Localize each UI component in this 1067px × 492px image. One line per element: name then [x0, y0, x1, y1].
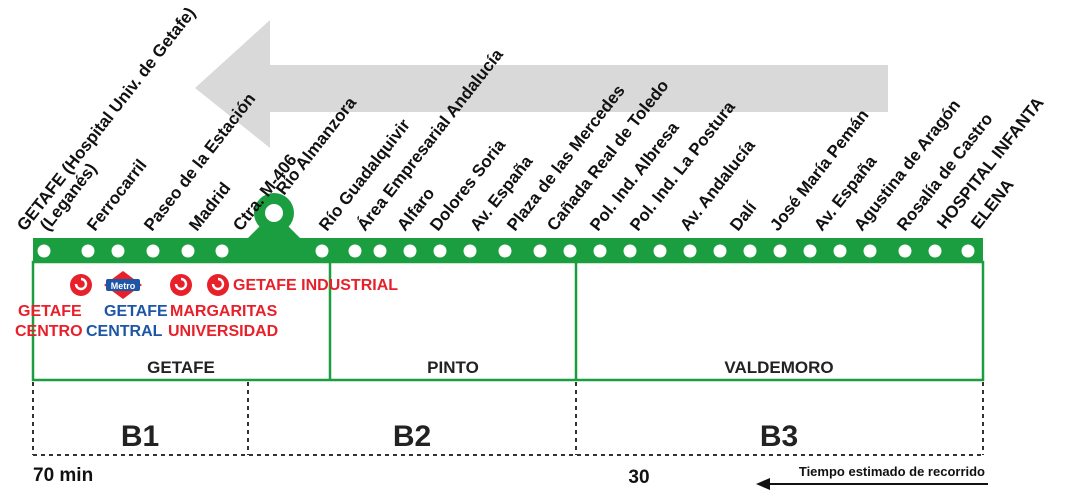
- stop-dot: [653, 244, 667, 258]
- direction-arrow-icon: [195, 20, 888, 148]
- stop-dot: [928, 244, 942, 258]
- time-legend: Tiempo estimado de recorrido: [799, 464, 985, 479]
- stop-dot: [433, 244, 447, 258]
- getafe-central-line1: GETAFE: [104, 303, 168, 320]
- getafe-industrial-label: GETAFE INDUSTRIAL: [233, 277, 398, 294]
- stop-dot: [81, 244, 95, 258]
- stop-dot: [863, 244, 877, 258]
- interchange-marker-icon: [248, 193, 300, 238]
- stop-dot: [563, 244, 577, 258]
- stop-dot: [403, 244, 417, 258]
- stop-dot: [37, 244, 51, 258]
- town-pinto: PINTO: [427, 358, 479, 377]
- zone-b3: B3: [760, 420, 798, 453]
- stop-dot: [743, 244, 757, 258]
- town-frame: [31, 260, 985, 382]
- stop-dots: [37, 244, 975, 258]
- stop-dot: [348, 244, 362, 258]
- stop-dot: [111, 244, 125, 258]
- stop-dot: [833, 244, 847, 258]
- stop-dot: [498, 244, 512, 258]
- travel-time-arrow-icon: [756, 478, 988, 490]
- stop-dot: [961, 244, 975, 258]
- stop-dot: [146, 244, 160, 258]
- stop-dot: [773, 244, 787, 258]
- total-time: 70 min: [33, 465, 93, 486]
- stop-dot: [713, 244, 727, 258]
- stop-label: Dalí: [726, 197, 761, 234]
- stop-dot: [373, 244, 387, 258]
- stop-dot: [683, 244, 697, 258]
- stop-dot: [533, 244, 547, 258]
- stop-dot: [463, 244, 477, 258]
- stop-dot: [898, 244, 912, 258]
- margaritas-line2: UNIVERSIDAD: [168, 323, 278, 340]
- svg-text:Metro: Metro: [111, 281, 136, 291]
- renfe-cercanias-icon: [70, 274, 229, 296]
- metro-icon: Metro: [104, 271, 142, 299]
- town-valdemoro: VALDEMORO: [724, 358, 833, 377]
- stop-labels: GETAFE (Hospital Univ. de Getafe)(Legané…: [13, 4, 1047, 235]
- getafe-centro-line1: GETAFE: [18, 303, 82, 320]
- stop-dot: [623, 244, 637, 258]
- getafe-centro-line2: CENTRO: [15, 323, 83, 340]
- getafe-central-line2: CENTRAL: [86, 323, 163, 340]
- stop-dot: [215, 244, 229, 258]
- zone-b1: B1: [121, 420, 159, 453]
- town-getafe: GETAFE: [147, 358, 215, 377]
- partial-time: 30: [628, 467, 649, 488]
- margaritas-line1: MARGARITAS: [170, 303, 278, 320]
- stop-label: Madrid: [185, 179, 234, 235]
- stop-dot: [315, 244, 329, 258]
- zone-b2: B2: [393, 420, 431, 453]
- zone-frame: [32, 382, 984, 456]
- stop-dot: [181, 244, 195, 258]
- stop-dot: [593, 244, 607, 258]
- stop-dot: [803, 244, 817, 258]
